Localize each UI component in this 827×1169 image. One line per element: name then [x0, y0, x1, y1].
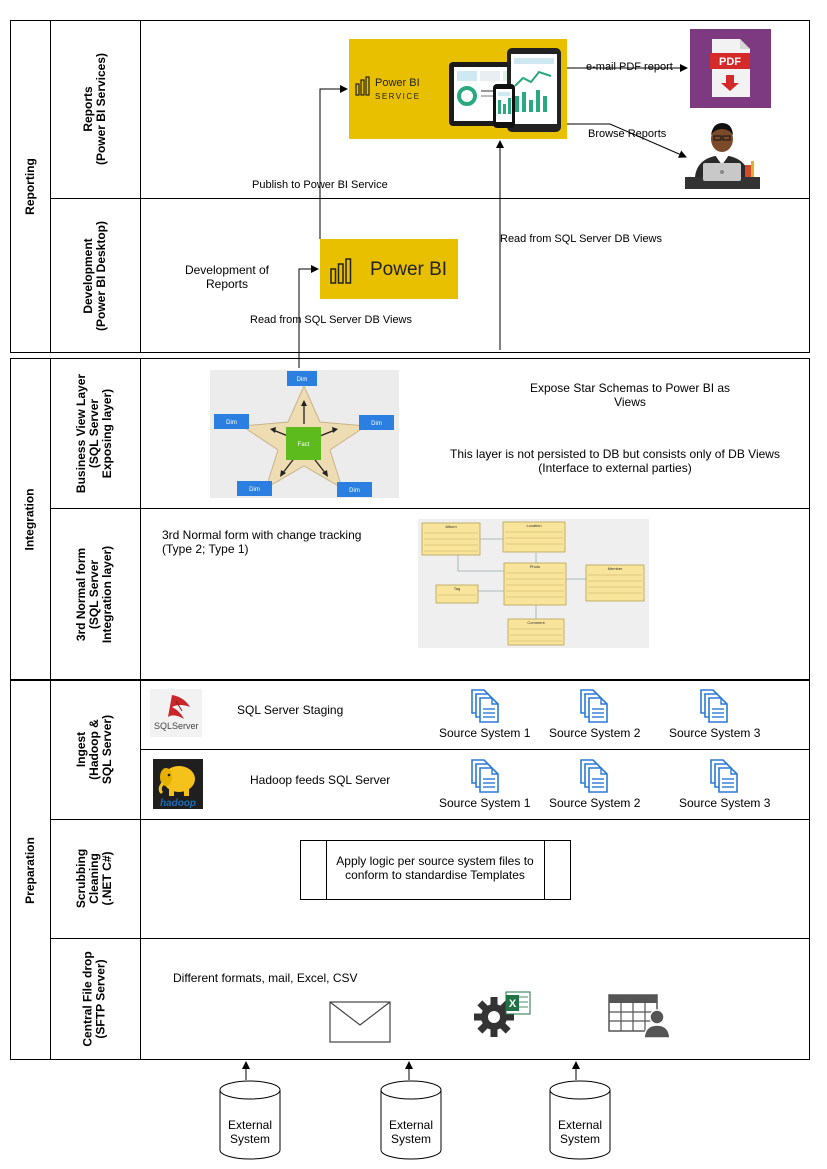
- dim-label: Dim: [226, 420, 237, 426]
- power-bi-service-brand: Power BI: [375, 77, 420, 89]
- row-divider: [50, 508, 810, 509]
- external-system-label: External System: [227, 1118, 273, 1146]
- formats-text: Different formats, mail, Excel, CSV: [173, 971, 358, 985]
- table-user-icon: [608, 994, 670, 1038]
- layer-divider: [140, 358, 141, 680]
- source-document-icon: [471, 759, 499, 793]
- integration-group: [10, 358, 810, 680]
- preparation-group: [10, 680, 810, 1060]
- star-schema-diagram: Fact Dim Dim Dim Dim Dim: [210, 370, 399, 498]
- row-divider: [140, 749, 810, 750]
- er-table-name: Location: [526, 523, 541, 528]
- not-persisted-text: This layer is not persisted to DB but co…: [450, 447, 780, 475]
- sql-server-logo-text: SQLServer: [154, 721, 199, 731]
- hadoop-logo-text: hadoop: [160, 798, 196, 809]
- power-bi-desktop-banner: Power BI: [320, 239, 458, 299]
- dim-label: Dim: [349, 488, 360, 494]
- dim-label: Dim: [371, 421, 382, 427]
- development-label: Development of Reports: [184, 263, 270, 291]
- scrub-box-left-bar: [326, 841, 327, 899]
- er-table-name: Photo: [530, 564, 541, 569]
- staging-source-label: Source System 3: [669, 726, 761, 740]
- external-system-label: External System: [557, 1118, 603, 1146]
- er-table-name: Member: [608, 566, 623, 571]
- staging-source-label: Source System 1: [439, 726, 531, 740]
- scrub-box-right-bar: [544, 841, 545, 899]
- layer-divider: [140, 680, 141, 1060]
- er-diagram: Album Location Photo Tag Member Comment: [418, 519, 649, 648]
- expose-text: Expose Star Schemas to Power BI as Views: [529, 381, 731, 409]
- power-bi-desktop-brand: Power BI: [370, 259, 448, 280]
- pdf-text: PDF: [719, 56, 741, 68]
- layer-divider: [140, 20, 141, 353]
- staging-source-label: Source System 2: [549, 726, 641, 740]
- row-divider: [50, 198, 810, 199]
- source-document-icon: [580, 759, 608, 793]
- power-bi-logo-icon: [355, 76, 370, 96]
- browse-reports-label: Browse Reports: [588, 128, 667, 140]
- er-table-name: Album: [445, 524, 457, 529]
- reporting-group: [10, 20, 810, 353]
- excel-gear-icon: X: [474, 991, 531, 1037]
- power-bi-service-sub: SERVICE: [375, 92, 421, 101]
- excel-letter: X: [509, 998, 517, 1010]
- hadoop-label: Hadoop feeds SQL Server: [250, 773, 391, 787]
- mail-icon: [329, 1001, 391, 1043]
- person-laptop-icon: [685, 119, 760, 189]
- third-nf-text: 3rd Normal form with change tracking (Ty…: [162, 528, 362, 556]
- external-system-cylinder: External System: [549, 1080, 611, 1160]
- source-document-icon: [700, 689, 728, 723]
- group-divider: [50, 680, 51, 1060]
- hadoop-logo: hadoop: [153, 759, 203, 809]
- source-document-icon: [471, 689, 499, 723]
- er-table-name: Comment: [527, 620, 545, 625]
- row-divider: [50, 819, 810, 820]
- sql-server-logo: SQLServer: [150, 689, 202, 737]
- email-pdf-label: e-mail PDF report: [586, 61, 673, 73]
- source-document-icon: [580, 689, 608, 723]
- hadoop-source-label: Source System 1: [439, 796, 531, 810]
- read-views-label-right: Read from SQL Server DB Views: [500, 233, 663, 245]
- external-system-cylinder: External System: [219, 1080, 281, 1160]
- scrub-process-box: Apply logic per source system files to c…: [300, 840, 571, 900]
- pdf-report-icon: PDF: [690, 29, 771, 108]
- hadoop-source-label: Source System 3: [679, 796, 771, 810]
- devices-icon: [449, 48, 561, 132]
- scrub-text: Apply logic per source system files to c…: [336, 854, 534, 882]
- power-bi-service-banner: Power BI SERVICE: [349, 39, 567, 139]
- read-views-label-left: Read from SQL Server DB Views: [250, 314, 413, 326]
- fact-label: Fact: [298, 442, 310, 448]
- dim-label: Dim: [249, 487, 260, 493]
- er-table-name: Tag: [454, 586, 460, 591]
- source-document-icon: [710, 759, 738, 793]
- external-system-cylinder: External System: [380, 1080, 442, 1160]
- external-system-label: External System: [388, 1118, 434, 1146]
- power-bi-logo-icon: [330, 258, 352, 284]
- group-divider: [50, 358, 51, 680]
- sql-staging-label: SQL Server Staging: [237, 703, 344, 717]
- group-divider: [50, 20, 51, 353]
- row-divider: [50, 938, 810, 939]
- hadoop-source-label: Source System 2: [549, 796, 641, 810]
- dim-label: Dim: [297, 377, 308, 383]
